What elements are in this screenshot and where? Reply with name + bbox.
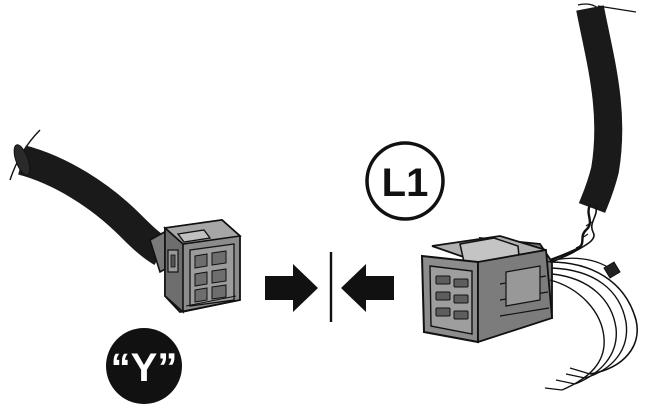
arrow-left-icon — [341, 264, 394, 312]
connector-y-label: “Y” — [111, 346, 178, 390]
connector-y-label-badge: “Y” — [106, 328, 182, 404]
connector-l1-label: L1 — [382, 161, 429, 205]
arrow-right-icon — [265, 264, 318, 312]
wire-bundle — [544, 257, 638, 391]
connector-l1-label-badge: L1 — [365, 141, 445, 221]
right-cable — [541, 3, 637, 267]
connector-y — [149, 219, 242, 314]
connector-l1 — [420, 235, 553, 344]
left-cable — [9, 129, 170, 265]
